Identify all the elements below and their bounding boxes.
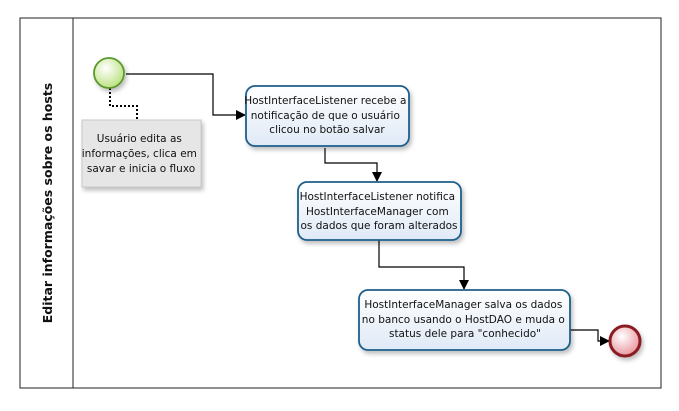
task-2-box[interactable] <box>297 181 462 241</box>
task-3-label: HostInterfaceManager salva os dados no b… <box>362 299 568 340</box>
task-3-box[interactable] <box>358 289 571 351</box>
task-1-line-2: notificação de que o usuário <box>251 110 400 122</box>
task-2-line-1: HostInterfaceListener notifica <box>300 191 455 203</box>
task-2[interactable]: HostInterfaceListener notifica HostInter… <box>297 181 462 241</box>
task-3-line-3: status dele para "conhecido" <box>389 328 541 340</box>
task-3-line-1: HostInterfaceManager salva os dados <box>364 299 562 311</box>
task-3-line-2: no banco usando o HostDAO e muda o <box>362 314 565 326</box>
annotation-note: Usuário edita as informações, clica em s… <box>81 119 202 188</box>
flow-task1-to-task2 <box>324 148 382 182</box>
flow-task2-to-task3 <box>378 240 469 290</box>
start-event[interactable] <box>93 57 125 89</box>
annotation-line-3: savar e inicia o fluxo <box>87 163 195 175</box>
flow-start-to-task1 <box>126 73 246 120</box>
sequence-flows <box>126 73 610 346</box>
task-1-line-3: clicou no botão salvar <box>269 124 385 136</box>
task-2-line-2: HostInterfaceManager com <box>306 206 449 218</box>
annotation-line-2: informações, clica em <box>82 148 197 160</box>
task-1-line-1: HostInterfaceListener recebe a <box>244 95 406 107</box>
task-1-box[interactable] <box>245 85 410 147</box>
annotation-line-1: Usuário edita as <box>97 133 182 145</box>
annotation-association <box>109 88 138 124</box>
annotation-box <box>81 119 202 188</box>
end-event[interactable] <box>608 324 642 358</box>
task-1-label: HostInterfaceListener recebe a notificaç… <box>244 95 410 136</box>
task-3[interactable]: HostInterfaceManager salva os dados no b… <box>358 289 571 351</box>
task-1[interactable]: HostInterfaceListener recebe a notificaç… <box>244 85 410 147</box>
annotation-text: Usuário edita as informações, clica em s… <box>82 133 200 175</box>
pool-label: Editar informações sobre os hosts <box>40 83 55 324</box>
flow-task3-to-end <box>570 329 610 346</box>
task-2-line-3: os dados que foram alterados <box>300 220 457 232</box>
task-2-label: HostInterfaceListener notifica HostInter… <box>300 191 459 232</box>
